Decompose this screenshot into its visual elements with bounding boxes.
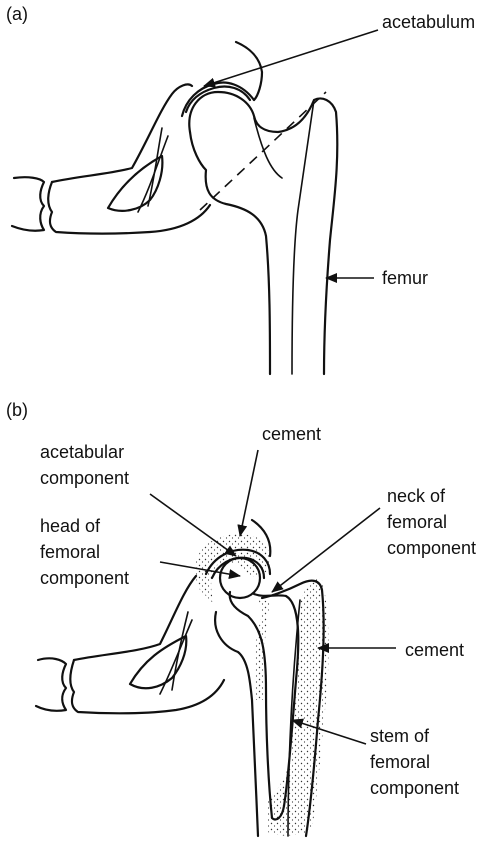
femur-a	[189, 92, 337, 374]
label-head-1: head of	[40, 516, 101, 536]
label-neck-1: neck of	[387, 486, 446, 506]
label-neck-3: component	[387, 538, 476, 558]
panel-a: (a) acetabulum femur	[6, 4, 475, 374]
label-femur: femur	[382, 268, 428, 288]
label-stem-2: femoral	[370, 752, 430, 772]
label-head-2: femoral	[40, 542, 100, 562]
label-acetabular-2: component	[40, 468, 129, 488]
label-stem-1: stem of	[370, 726, 430, 746]
label-cement-top: cement	[262, 424, 321, 444]
arrow-acetabular	[150, 494, 236, 556]
pelvis-a	[12, 84, 210, 233]
label-head-3: component	[40, 568, 129, 588]
label-neck-2: femoral	[387, 512, 447, 532]
label-cement-right: cement	[405, 640, 464, 660]
panel-b-tag: (b)	[6, 400, 28, 420]
cement-stipple	[195, 534, 328, 836]
label-acetabular-1: acetabular	[40, 442, 124, 462]
pelvis-b	[36, 576, 224, 713]
arrow-neck	[272, 508, 380, 592]
panel-b: (b)	[6, 400, 476, 836]
label-acetabulum: acetabulum	[382, 12, 475, 32]
arrow-acetabulum	[204, 30, 378, 86]
panel-a-tag: (a)	[6, 4, 28, 24]
label-stem-3: component	[370, 778, 459, 798]
